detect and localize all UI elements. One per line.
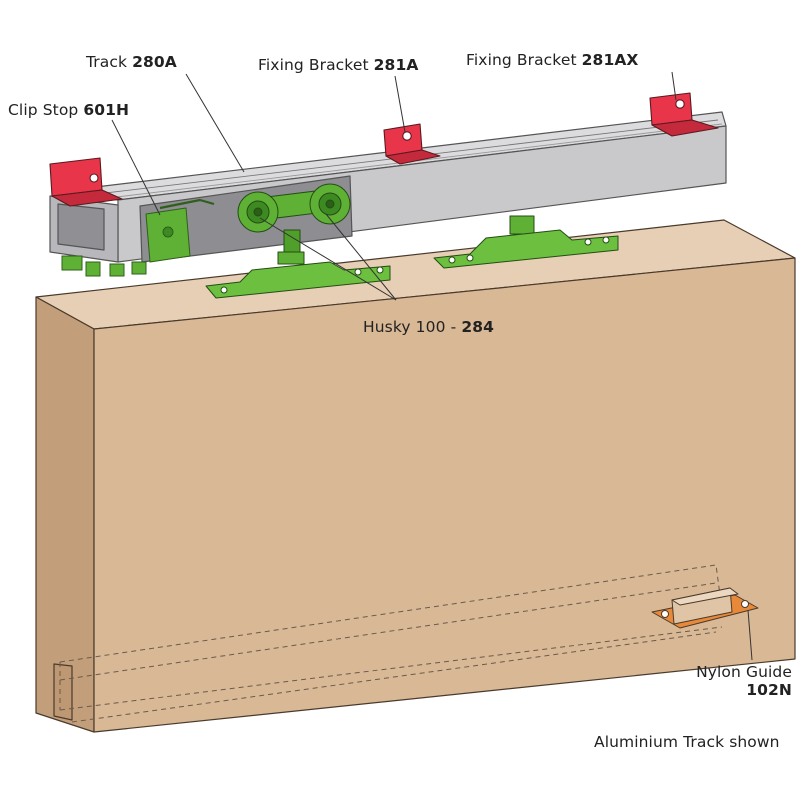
leader-bracket-281ax (671, 71, 677, 101)
leader-track (185, 73, 245, 173)
fixing-brackets (49, 92, 719, 207)
clip-stop (145, 198, 215, 263)
nylon-guide (651, 587, 759, 629)
leader-lines (111, 71, 753, 661)
label-hanger: Husky 100 - 284 (363, 318, 494, 336)
hanger-right (433, 215, 619, 269)
door-panel (35, 219, 796, 733)
label-nylon-guide-code: 102N (746, 681, 792, 699)
label-fixing-bracket-281a: Fixing Bracket 281A (258, 56, 419, 74)
label-track-code: 280A (132, 53, 177, 71)
label-track: Track 280A (86, 53, 177, 71)
label-clip-stop: Clip Stop 601H (8, 101, 130, 119)
label-fixing-bracket-281ax: Fixing Bracket 281AX (466, 51, 639, 69)
door-front-face (93, 257, 796, 733)
door-bottom-foot (53, 663, 73, 721)
leader-hanger-a (259, 217, 397, 301)
label-clip-stop-code: 601H (83, 101, 130, 119)
fixing-bracket-left (49, 157, 123, 207)
leader-hanger-b (325, 213, 397, 301)
fixing-bracket-281a (383, 123, 441, 165)
leader-clip-stop (111, 119, 161, 216)
label-nylon-guide: Nylon Guide 102N (696, 663, 792, 699)
caption-aluminium-track: Aluminium Track shown (594, 733, 780, 751)
label-fixing-bracket-281a-code: 281A (373, 56, 419, 74)
end-stop-feet (61, 255, 147, 277)
leader-nylon-guide (747, 609, 753, 661)
hanger-left (205, 183, 391, 299)
label-fixing-bracket-281ax-code: 281AX (581, 51, 639, 69)
fixing-bracket-281ax (649, 92, 719, 137)
leader-bracket-281a (394, 75, 406, 133)
label-hanger-code: 284 (461, 318, 494, 336)
